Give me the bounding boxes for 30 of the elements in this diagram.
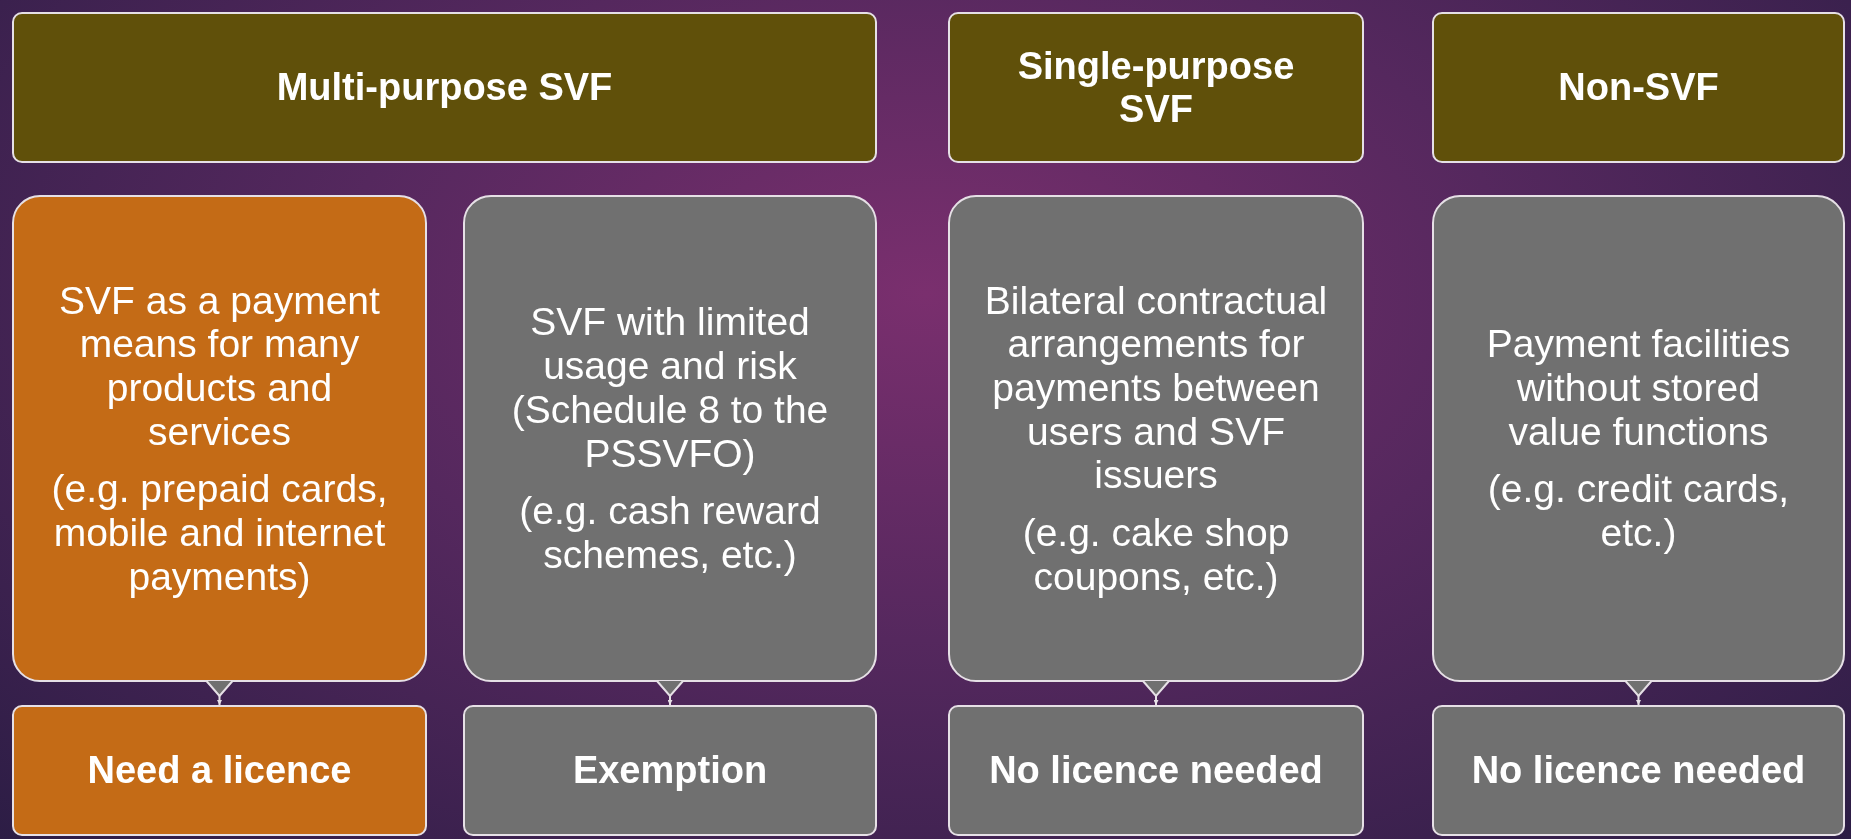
category-header <box>948 12 1364 163</box>
outcome-box <box>1432 705 1845 836</box>
box-text: Single-purpose SVF <box>1016 44 1296 131</box>
box-text: No licence needed <box>989 749 1323 792</box>
description-box <box>12 195 427 682</box>
box-text: Exemption <box>572 749 768 792</box>
example-text: (e.g. cash reward schemes, etc.) <box>518 489 822 577</box>
example-text: (e.g. cake shop coupons, etc.) <box>1021 511 1291 599</box>
pointer-arrow <box>656 680 684 706</box>
box-text: Multi-purpose SVF <box>276 66 613 109</box>
box-text: Bilateral contractual arrangements for payments between users and SVF issuers <box>984 278 1328 497</box>
category-header <box>1432 12 1845 163</box>
description-box <box>1432 195 1845 682</box>
category-header <box>12 12 877 163</box>
box-text: No licence needed <box>1471 749 1806 792</box>
description-box <box>463 195 877 682</box>
outcome-box <box>948 705 1364 836</box>
pointer-arrow <box>205 680 234 706</box>
description-box <box>948 195 1364 682</box>
box-text: Payment facilities without stored value functions <box>1485 322 1792 454</box>
pointer-arrow <box>1624 680 1653 706</box>
pointer-arrow <box>1142 680 1170 706</box>
outcome-box <box>12 705 427 836</box>
outcome-box <box>463 705 877 836</box>
example-text: (e.g. prepaid cards, mobile and internet payments) <box>50 467 389 599</box>
example-text: (e.g. credit cards, etc.) <box>1486 467 1791 555</box>
box-text: SVF with limited usage and risk (Schedule 8 to the PSSVFO) <box>510 300 830 476</box>
box-text: Need a licence <box>87 749 352 792</box>
box-text: Non-SVF <box>1558 66 1719 109</box>
box-text: SVF as a payment means for many products and services <box>58 278 381 454</box>
